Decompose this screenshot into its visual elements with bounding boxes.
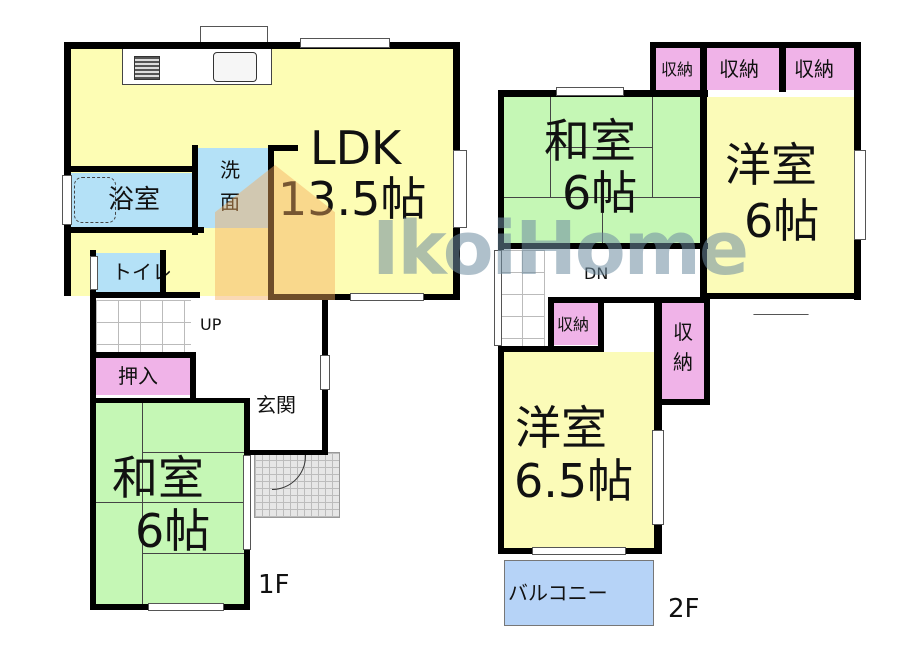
window [62,175,72,225]
japanese-1f-size-label: 6帖 [135,504,211,558]
stairs-dn-label: DN [584,264,609,283]
window [320,355,330,390]
tatami-line [550,147,652,148]
entrance-label: 玄関 [256,393,296,417]
room-bathroom [70,173,194,228]
window [300,38,390,48]
window [854,150,866,240]
ldk-name-label: LDK [310,121,402,175]
sink-icon [213,52,257,82]
japanese-2f-name-label: 和室 [544,114,636,168]
stairs-2f [500,250,545,350]
window [494,250,502,346]
tatami-line [142,452,244,453]
room-washroom [198,148,268,228]
floor-2f-label: 2F [668,594,700,624]
toilet-label: トイレ [112,260,172,284]
window [532,547,626,555]
room-storage-2 [707,48,779,90]
stairs-1f [96,300,191,352]
window [556,87,624,96]
window [243,455,251,550]
closet-label: 押入 [118,364,158,388]
room-storage-4 [554,303,598,345]
room-storage-1 [656,48,700,90]
bathroom-label: 浴室 [108,185,161,215]
entrance-porch [254,452,340,518]
tatami-line [96,502,244,503]
storage-2-label: 収納 [719,57,759,81]
stove-icon [134,56,160,80]
bathtub-icon [74,177,116,223]
floor-1f-label: 1F [258,570,290,600]
western-a-size-label: 6帖 [744,194,820,248]
room-japanese-1f [96,402,244,604]
window [453,150,467,228]
tatami-line [652,97,653,197]
room-western-a [707,97,854,293]
balcony-label: バルコニー [508,581,608,605]
storage-4-label: 収納 [557,315,590,334]
tatami-line [142,553,244,554]
balcony [504,560,654,626]
storage-5-label-line1: 収 [673,320,693,344]
tatami-line [142,402,143,604]
room-western-b [504,352,654,548]
western-b-size-label: 6.5帖 [514,454,634,508]
tatami-line [602,197,603,245]
window [350,293,424,301]
room-toilet [96,253,163,293]
ldk-size-label: 13.5帖 [278,172,427,226]
room-storage-5 [662,303,704,399]
washroom-label-line1: 洗 [220,158,240,182]
japanese-2f-size-label: 6帖 [562,166,638,220]
floor-plan-1f: LDK 13.5帖 洗 面 浴室 トイレ UP 押入 和室 6帖 玄関 1F [62,26,467,611]
western-a-name-label: 洋室 [725,138,817,192]
storage-1-label: 収納 [661,60,694,79]
room-entrance [248,355,322,450]
japanese-1f-name-label: 和室 [112,451,204,505]
room-storage-3 [786,48,854,90]
storage-5-label-line2: 納 [673,350,693,374]
washroom-label-line2: 面 [220,190,240,214]
floor-plan-2f: 収納 収納 収納 和室 6帖 洋室 6帖 DN 収納 収 納 洋室 6.5帖 バ… [480,0,900,651]
watermark-text: IkoiHome [372,206,749,292]
western-b-name-label: 洋室 [515,401,607,455]
window [652,430,664,525]
window [148,603,224,611]
room-closet [96,357,190,395]
stairs-up-label: UP [200,315,222,334]
storage-3-label: 収納 [794,57,834,81]
window [90,256,98,290]
